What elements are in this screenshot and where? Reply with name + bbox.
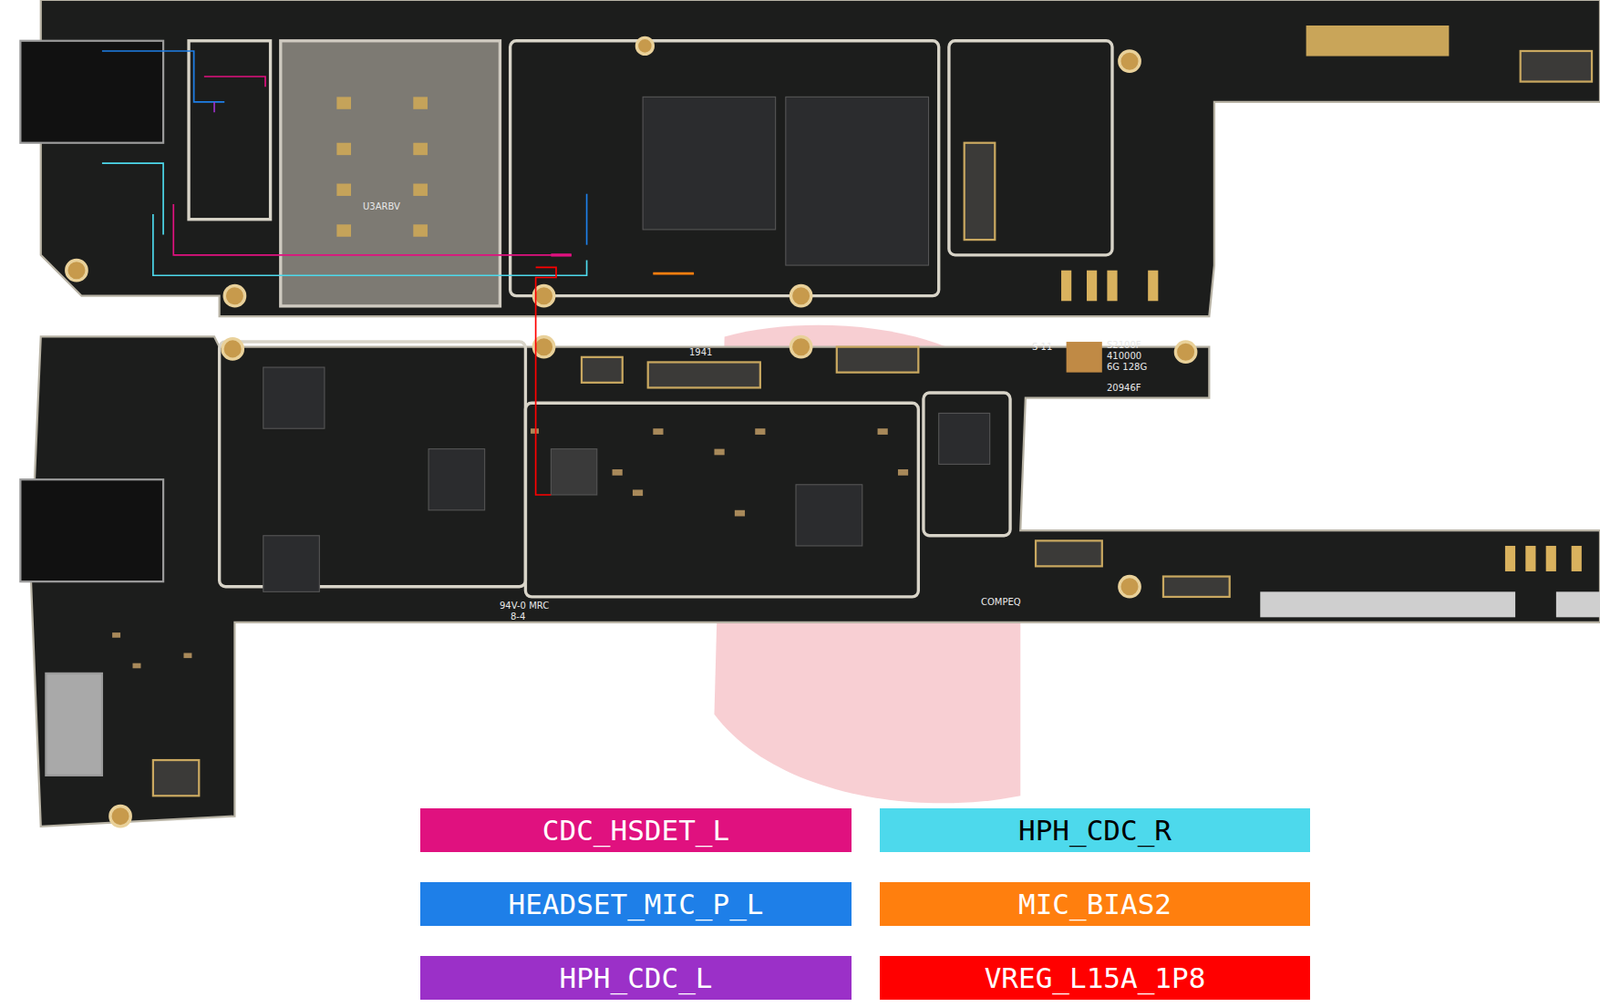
legend-text: HPH_CDC_L — [559, 961, 713, 995]
legend-swatch: VREG_L15A_1P8 — [879, 956, 1311, 1001]
silkscreen-label: 410000 — [1106, 351, 1142, 362]
silkscreen-label: 6G 128G — [1106, 362, 1147, 372]
legend-swatch: CDC_HSDET_L — [420, 808, 852, 853]
silkscreen-label: 20946F — [1106, 383, 1142, 393]
legend-text: MIC_BIAS2 — [1018, 887, 1172, 921]
legend-swatch: HPH_CDC_L — [420, 956, 852, 1001]
silkscreen-label: 8-4 — [510, 612, 526, 622]
silkscreen-label: 94V-0 MRC — [499, 601, 549, 611]
legend-text: VREG_L15A_1P8 — [984, 961, 1207, 995]
legend-text: HEADSET_MIC_P_L — [508, 887, 764, 921]
legend-swatch: MIC_BIAS2 — [879, 882, 1311, 927]
legend-text: HPH_CDC_R — [1018, 814, 1172, 847]
legend-text: CDC_HSDET_L — [542, 814, 730, 847]
silkscreen-label: S 11 — [1032, 342, 1053, 352]
silkscreen-label: S2100F — [1106, 340, 1142, 351]
silkscreen-label: U3ARBV — [362, 202, 401, 212]
legend-swatch: HEADSET_MIC_P_L — [420, 882, 852, 927]
legend-swatch: HPH_CDC_R — [879, 808, 1311, 853]
silkscreen-label: 1941 — [689, 348, 713, 358]
silkscreen-label: COMPEQ — [980, 598, 1022, 608]
